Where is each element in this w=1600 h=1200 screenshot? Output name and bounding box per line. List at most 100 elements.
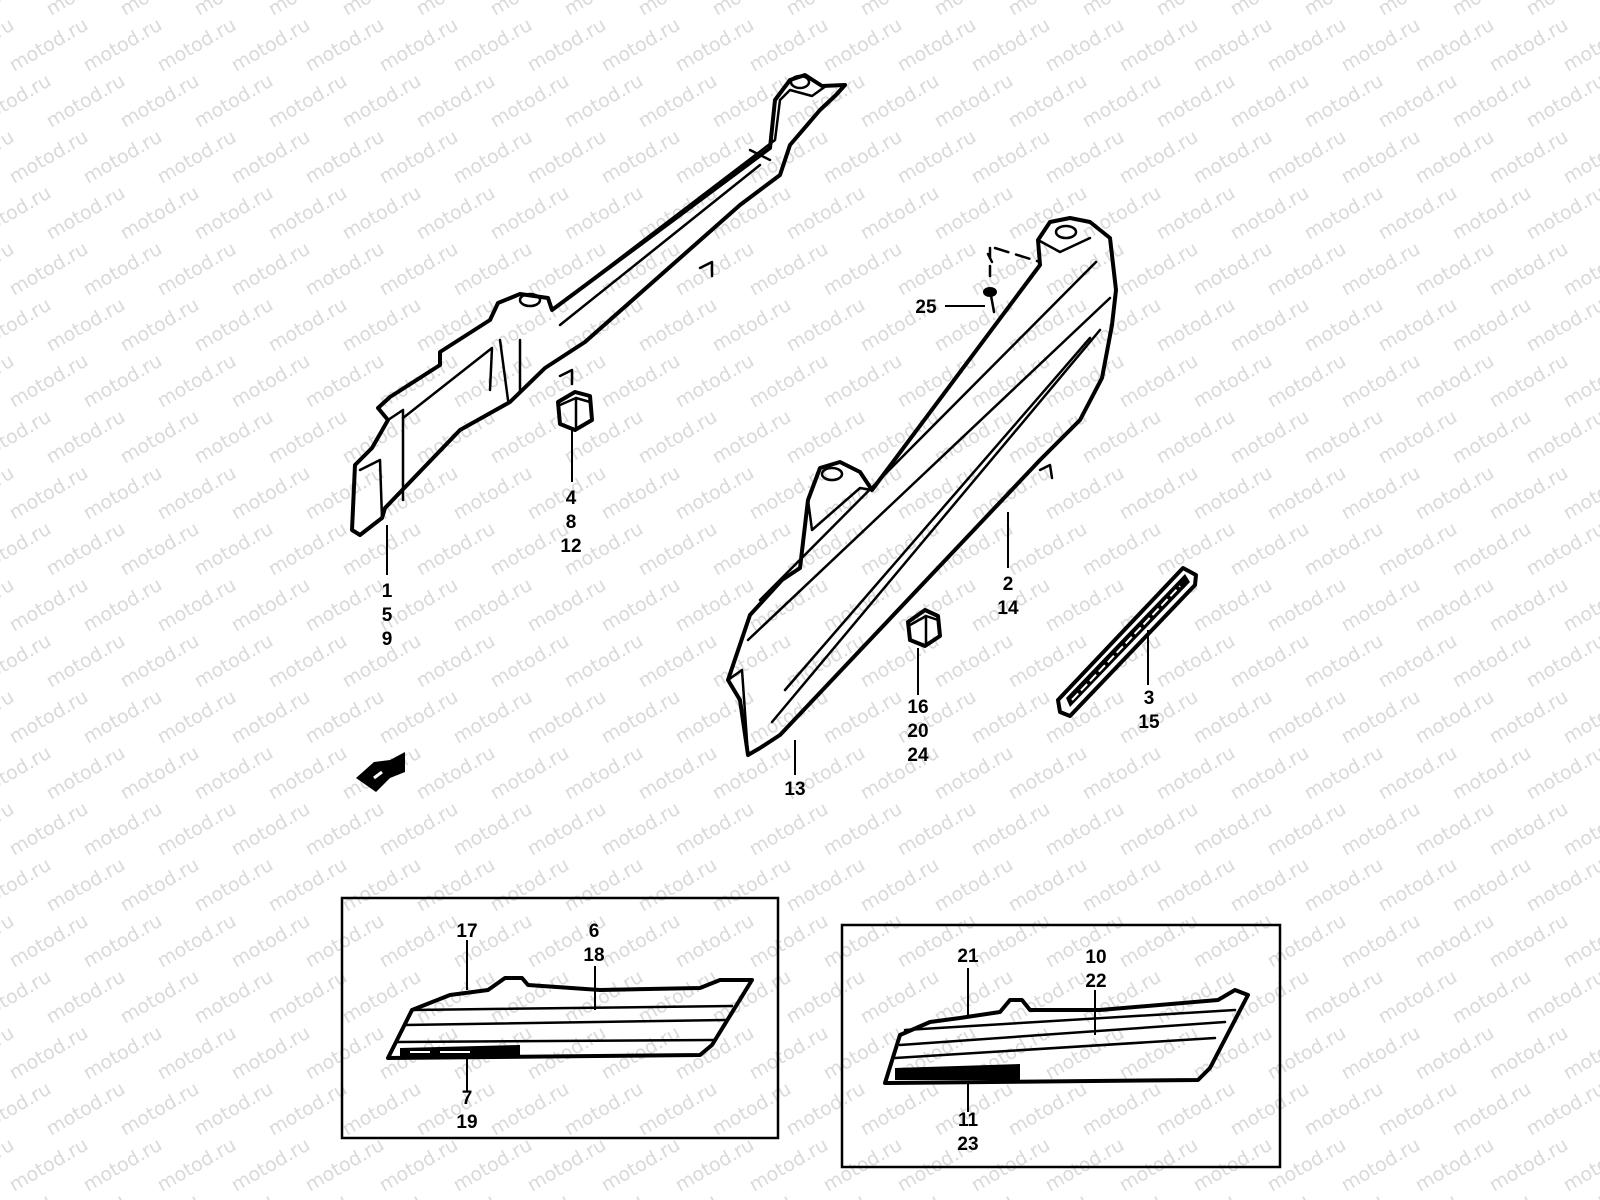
watermark-text: motod.ru [672,798,758,861]
watermark-text: motod.ru [820,14,906,77]
watermark-text: motod.ru [154,462,240,525]
watermark-text: motod.ru [265,966,351,1029]
watermark-text: motod.ru [1523,406,1600,469]
watermark-text: motod.ru [191,1190,277,1200]
watermark-text: motod.ru [0,294,55,357]
callout-13: 13 [784,779,805,800]
watermark-text: motod.ru [1264,574,1350,637]
watermark-text: motod.ru [1301,518,1387,581]
callout-16-20-24: 16 20 24 [907,697,929,766]
watermark-text: motod.ru [43,966,129,1029]
watermark-text: motod.ru [191,966,277,1029]
watermark-text: motod.ru [228,462,314,525]
watermark-text: motod.ru [709,1190,795,1200]
watermark-text: motod.ru [672,126,758,189]
watermark-text: motod.ru [1190,1134,1276,1197]
watermark-text: motod.ru [154,238,240,301]
watermark-text: motod.ru [968,910,1054,973]
watermark-text: motod.ru [598,1022,684,1085]
watermark-text: motod.ru [709,294,795,357]
watermark-text: motod.ru [450,350,536,413]
watermark-text: motod.ru [709,0,795,20]
watermark-text: motod.ru [191,294,277,357]
watermark-text: motod.ru [1153,406,1239,469]
watermark-text: motod.ru [561,70,647,133]
watermark-text: motod.ru [302,574,388,637]
watermark-text: motod.ru [709,1078,795,1141]
watermark-text: motod.ru [450,126,536,189]
watermark-text: motod.ru [265,1190,351,1200]
watermark-text: motod.ru [857,70,943,133]
watermark-text: motod.ru [1227,70,1313,133]
watermark-text: motod.ru [783,0,869,20]
callout-3-15: 3 15 [1138,688,1160,733]
callout-17: 17 [456,921,477,942]
watermark-text: motod.ru [0,182,55,245]
watermark-text: motod.ru [1116,238,1202,301]
watermark-text: motod.ru [1190,350,1276,413]
watermark-text: motod.ru [783,854,869,917]
watermark-text: motod.ru [154,1022,240,1085]
watermark-text: motod.ru [524,798,610,861]
watermark-text: motod.ru [265,854,351,917]
watermark-text: motod.ru [1190,798,1276,861]
watermark-text: motod.ru [339,182,425,245]
watermark-text: motod.ru [339,294,425,357]
watermark-text: motod.ru [376,14,462,77]
screw [983,246,1042,314]
watermark-text: motod.ru [746,798,832,861]
watermark-text: motod.ru [1079,1190,1165,1200]
watermark-text: motod.ru [413,294,499,357]
watermark-text: motod.ru [339,0,425,20]
callout-number: 6 [589,921,600,942]
watermark-text: motod.ru [1375,1190,1461,1200]
watermark-text: motod.ru [709,518,795,581]
watermark-text: motod.ru [783,1190,869,1200]
watermark-text: motod.ru [820,574,906,637]
watermark-text: motod.ru [1227,630,1313,693]
watermark-text: motod.ru [709,182,795,245]
right-frame-cover [726,216,1118,757]
watermark-text: motod.ru [376,1134,462,1197]
watermark-text: motod.ru [1190,574,1276,637]
watermark-text: motod.ru [265,0,351,20]
watermark-text: motod.ru [1412,686,1498,749]
watermark-text: motod.ru [524,1134,610,1197]
watermark-text: motod.ru [228,126,314,189]
watermark-text: motod.ru [6,350,92,413]
watermark-text: motod.ru [228,350,314,413]
watermark-text: motod.ru [709,406,795,469]
watermark-text: motod.ru [894,14,980,77]
watermark-text: motod.ru [1116,1134,1202,1197]
watermark-text: motod.ru [80,462,166,525]
watermark-text: motod.ru [1412,238,1498,301]
watermark-text: motod.ru [228,1134,314,1197]
watermark-text: motod.ru [1227,966,1313,1029]
watermark-text: motod.ru [820,462,906,525]
watermark-text: motod.ru [968,686,1054,749]
watermark-text: motod.ru [1301,1078,1387,1141]
watermark-text: motod.ru [1412,350,1498,413]
watermark-text: motod.ru [1338,1022,1424,1085]
watermark-text: motod.ru [524,238,610,301]
watermark-text: motod.ru [746,238,832,301]
watermark-text: motod.ru [1042,126,1128,189]
watermark-text: motod.ru [1301,854,1387,917]
callout-number: 22 [1085,971,1106,992]
watermark-text: motod.ru [524,126,610,189]
watermark-text: motod.ru [302,350,388,413]
watermark-text: motod.ru [154,14,240,77]
watermark-text: motod.ru [302,462,388,525]
watermark-text: motod.ru [783,182,869,245]
watermark-text: motod.ru [1412,574,1498,637]
watermark-text: motod.ru [487,182,573,245]
watermark-text: motod.ru [561,406,647,469]
watermark-text: motod.ru [1338,14,1424,77]
watermark-text: motod.ru [43,742,129,805]
watermark-text: motod.ru [413,630,499,693]
watermark-text: motod.ru [376,238,462,301]
callout-number: 1 [382,581,393,602]
watermark-text: motod.ru [339,854,425,917]
watermark-text: motod.ru [1486,798,1572,861]
watermark-text: motod.ru [1486,126,1572,189]
